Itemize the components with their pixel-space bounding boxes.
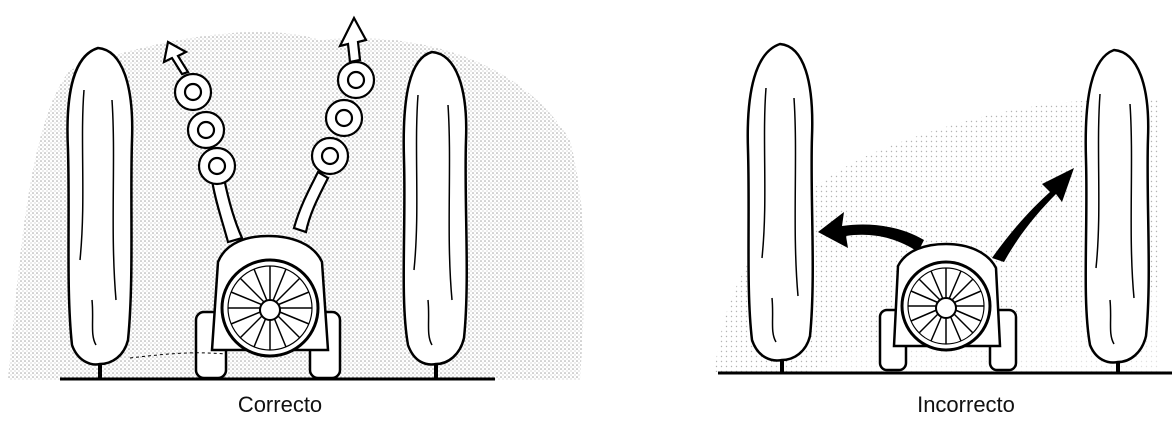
tree-left-incorrect <box>748 44 813 372</box>
tree-right <box>404 52 467 378</box>
tree-left <box>67 48 132 378</box>
tree-right-incorrect <box>1086 50 1149 372</box>
caption-incorrect: Incorrecto <box>816 392 1116 418</box>
correct-scene <box>8 18 584 380</box>
incorrect-scene <box>715 44 1172 373</box>
caption-correct: Correcto <box>130 392 430 418</box>
